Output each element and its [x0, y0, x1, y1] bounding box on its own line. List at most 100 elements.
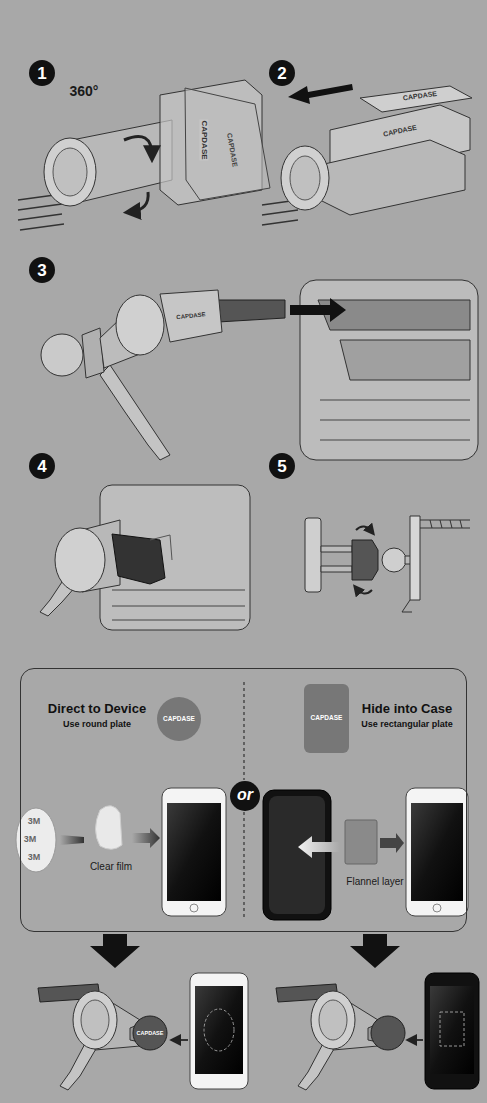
step-4-illustration-part [100, 485, 250, 630]
round-plate: CAPDASE [157, 697, 201, 741]
panel-subheading: Use round plate [35, 719, 159, 729]
bottom-right-illustration-part [410, 1039, 423, 1041]
step-1-illustration-part [130, 192, 148, 212]
step-5-illustration [305, 516, 470, 612]
panel-heading: Hide into Case [351, 702, 463, 717]
panel-illustration-part [60, 835, 84, 845]
bottom-left-illustration [38, 973, 248, 1090]
step-5-illustration-part [321, 546, 352, 572]
down-arrows [90, 934, 400, 968]
step-3-illustration-part [160, 290, 222, 342]
step-1-illustration-part [185, 88, 270, 200]
step-5-illustration-part [305, 518, 321, 592]
step-number-text: 3 [37, 262, 46, 279]
down-arrows-part [90, 934, 140, 968]
step-3-illustration-part [116, 295, 164, 355]
step-3-illustration-part [82, 328, 104, 378]
panel-illustration-part [16, 808, 56, 872]
step-number: 4 [29, 453, 55, 479]
bottom-right-illustration-part [425, 973, 479, 1089]
step-2-illustration-part [281, 146, 329, 210]
step-2-illustration-part [290, 156, 320, 200]
adhesive-mark: 3M [27, 817, 42, 827]
step-5-illustration-part [420, 520, 470, 528]
rectangular-plate: CAPDASE [304, 684, 349, 753]
step-number-text: 4 [37, 458, 46, 475]
panel-heading: Direct to Device [35, 702, 159, 717]
brand-mark: CAPDASE [200, 119, 209, 160]
or-badge: or [230, 781, 260, 811]
bottom-left-illustration-part [174, 1039, 188, 1041]
step-5-illustration-part [356, 526, 372, 532]
panel-illustration-part [190, 904, 198, 912]
bottom-left-illustration-part [190, 973, 248, 1089]
panel-illustration-part [298, 836, 340, 858]
step-3-illustration-part [320, 400, 470, 440]
step-3-illustration-part [318, 300, 470, 330]
step-5-illustration-part [402, 600, 412, 612]
step-1-illustration-part [44, 138, 96, 206]
step-2-illustration-part [320, 140, 465, 215]
step-number: 5 [269, 453, 295, 479]
step-5-illustration-part [382, 548, 406, 572]
instruction-panel: Direct to DeviceUse round plate Hide into… [20, 668, 467, 932]
panel-illustration-part [406, 788, 468, 916]
step-number-text: 5 [277, 458, 286, 475]
panel-subheading: Use rectangular plate [351, 719, 463, 729]
bottom-left-illustration-part [195, 986, 243, 1074]
step-5-illustration-part [352, 540, 378, 580]
bottom-right-illustration-part [276, 984, 405, 1090]
step-number-text: 2 [277, 65, 286, 82]
step-3-illustration [41, 280, 478, 460]
step-3-illustration-part [41, 334, 83, 376]
panel-illustration-part [167, 803, 221, 901]
brand-text: CAPDASE [163, 716, 195, 723]
down-arrows-part [350, 934, 400, 968]
panel-illustration-part [132, 828, 160, 848]
brand-mark: CAPDASE [136, 1030, 165, 1036]
brand-text: CAPDASE [311, 715, 343, 722]
step-number: 3 [29, 257, 55, 283]
panel-illustration-part [96, 806, 123, 850]
bottom-right-illustration-part [430, 986, 474, 1074]
step-5-illustration-part [410, 516, 420, 600]
panel-illustration-part [162, 788, 226, 916]
step-1-illustration [18, 80, 270, 230]
panel-illustration-part [433, 904, 441, 912]
step-2-illustration [262, 84, 472, 225]
panel-illustration-part [380, 833, 404, 853]
step-number: 2 [269, 60, 295, 86]
step-3-illustration-part [290, 298, 346, 322]
panel-illustration-part [411, 803, 463, 901]
bottom-left-illustration-part [204, 1009, 234, 1051]
adhesive-mark: 3M [23, 835, 38, 845]
step-4-illustration-part [150, 535, 172, 560]
step-5-illustration-part [356, 588, 372, 594]
adhesive-mark: 3M [27, 853, 42, 863]
bottom-left-illustration-part [38, 984, 167, 1090]
step-4-illustration [40, 485, 250, 630]
panel-illustration-part [263, 790, 331, 920]
step-3-illustration-part [340, 340, 470, 380]
step-3-illustration-part [100, 365, 170, 460]
step-1-illustration-part [124, 136, 152, 156]
panel-illustration-part [269, 796, 325, 914]
step-1-illustration-part [53, 148, 87, 196]
step-number: 1 [29, 60, 55, 86]
step-number-text: 1 [37, 65, 46, 82]
rotation-label: 360° [69, 84, 100, 99]
step-4-illustration-part [112, 590, 245, 620]
panel-illustration [16, 682, 468, 920]
step-3-illustration-part [215, 300, 285, 322]
or-text: or [237, 787, 253, 803]
part-label: Flannel layer [345, 876, 404, 887]
step-4-illustration-part [55, 528, 105, 592]
bottom-right-illustration [276, 973, 479, 1090]
step-2-illustration-part [360, 86, 472, 112]
panel-illustration-part [345, 820, 377, 864]
step-5-illustration-part [430, 520, 462, 528]
step-2-illustration-part [288, 84, 353, 104]
step-4-illustration-part [112, 534, 165, 584]
part-label: Clear film [89, 861, 133, 872]
